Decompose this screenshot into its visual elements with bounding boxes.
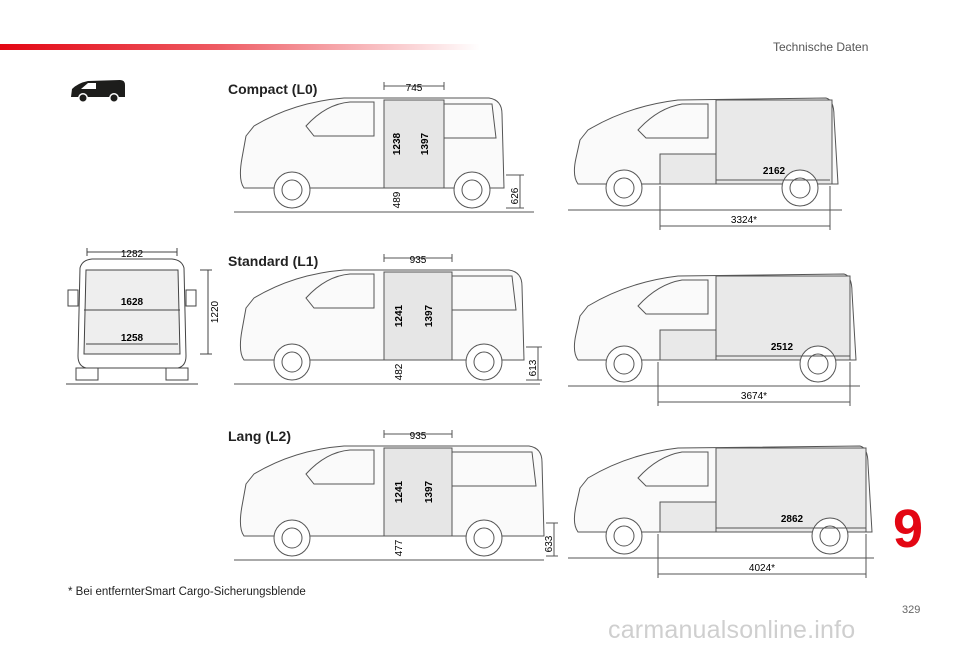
rear-height: 1220 (210, 300, 221, 323)
van-icon (71, 80, 125, 103)
rear-view-diagram: 1282 1628 1258 1220 (66, 248, 221, 385)
header-accent-bar (0, 44, 480, 50)
door-width-lang: 935 (410, 431, 427, 442)
cargo-max-length-compact: 3324* (731, 215, 757, 226)
cargo-max-length-standard: 3674* (741, 391, 767, 402)
door-width-compact: 745 (406, 83, 423, 94)
chapter-number: 9 (893, 499, 924, 559)
section-title-standard: Standard (L1) (228, 253, 319, 269)
page-header-title: Technische Daten (773, 40, 869, 54)
door-height-outer-standard: 1397 (424, 304, 435, 327)
cargo-view-standard: 2512 3674* (568, 273, 860, 406)
footnote: * Bei entfernterSmart Cargo-Sicherungsbl… (68, 586, 306, 598)
load-height-lang: 633 (544, 535, 555, 552)
side-view-standard: 935 1241 1397 482 613 (234, 254, 542, 385)
watermark: carmanualsonline.info (608, 616, 856, 644)
load-height-compact: 626 (510, 187, 521, 204)
cargo-max-length-lang: 4024* (749, 563, 775, 574)
side-view-lang: 935 1241 1397 477 633 (234, 430, 558, 561)
cargo-floor-length-standard: 2512 (771, 342, 794, 353)
door-height-outer-lang: 1397 (424, 480, 435, 503)
section-title-compact: Compact (L0) (228, 81, 318, 97)
cargo-floor-length-compact: 2162 (763, 166, 786, 177)
sill-height-compact: 489 (392, 191, 403, 208)
cargo-floor-length-lang: 2862 (781, 514, 804, 525)
door-height-inner-lang: 1241 (394, 480, 405, 503)
door-height-outer-compact: 1397 (420, 132, 431, 155)
rear-width-mid: 1628 (121, 297, 144, 308)
cargo-view-lang: 2862 4024* (568, 445, 874, 578)
rear-width-top: 1282 (121, 249, 144, 260)
door-height-inner-compact: 1238 (392, 132, 403, 155)
page-number: 329 (902, 604, 921, 616)
load-height-standard: 613 (528, 359, 539, 376)
section-title-lang: Lang (L2) (228, 428, 291, 444)
sill-height-standard: 482 (394, 363, 405, 380)
rear-width-bottom: 1258 (121, 333, 144, 344)
cargo-view-compact: 2162 3324* (568, 97, 842, 230)
door-width-standard: 935 (410, 255, 427, 266)
sill-height-lang: 477 (394, 539, 405, 556)
door-height-inner-standard: 1241 (394, 304, 405, 327)
side-view-compact: 745 1238 1397 489 626 (234, 82, 534, 213)
